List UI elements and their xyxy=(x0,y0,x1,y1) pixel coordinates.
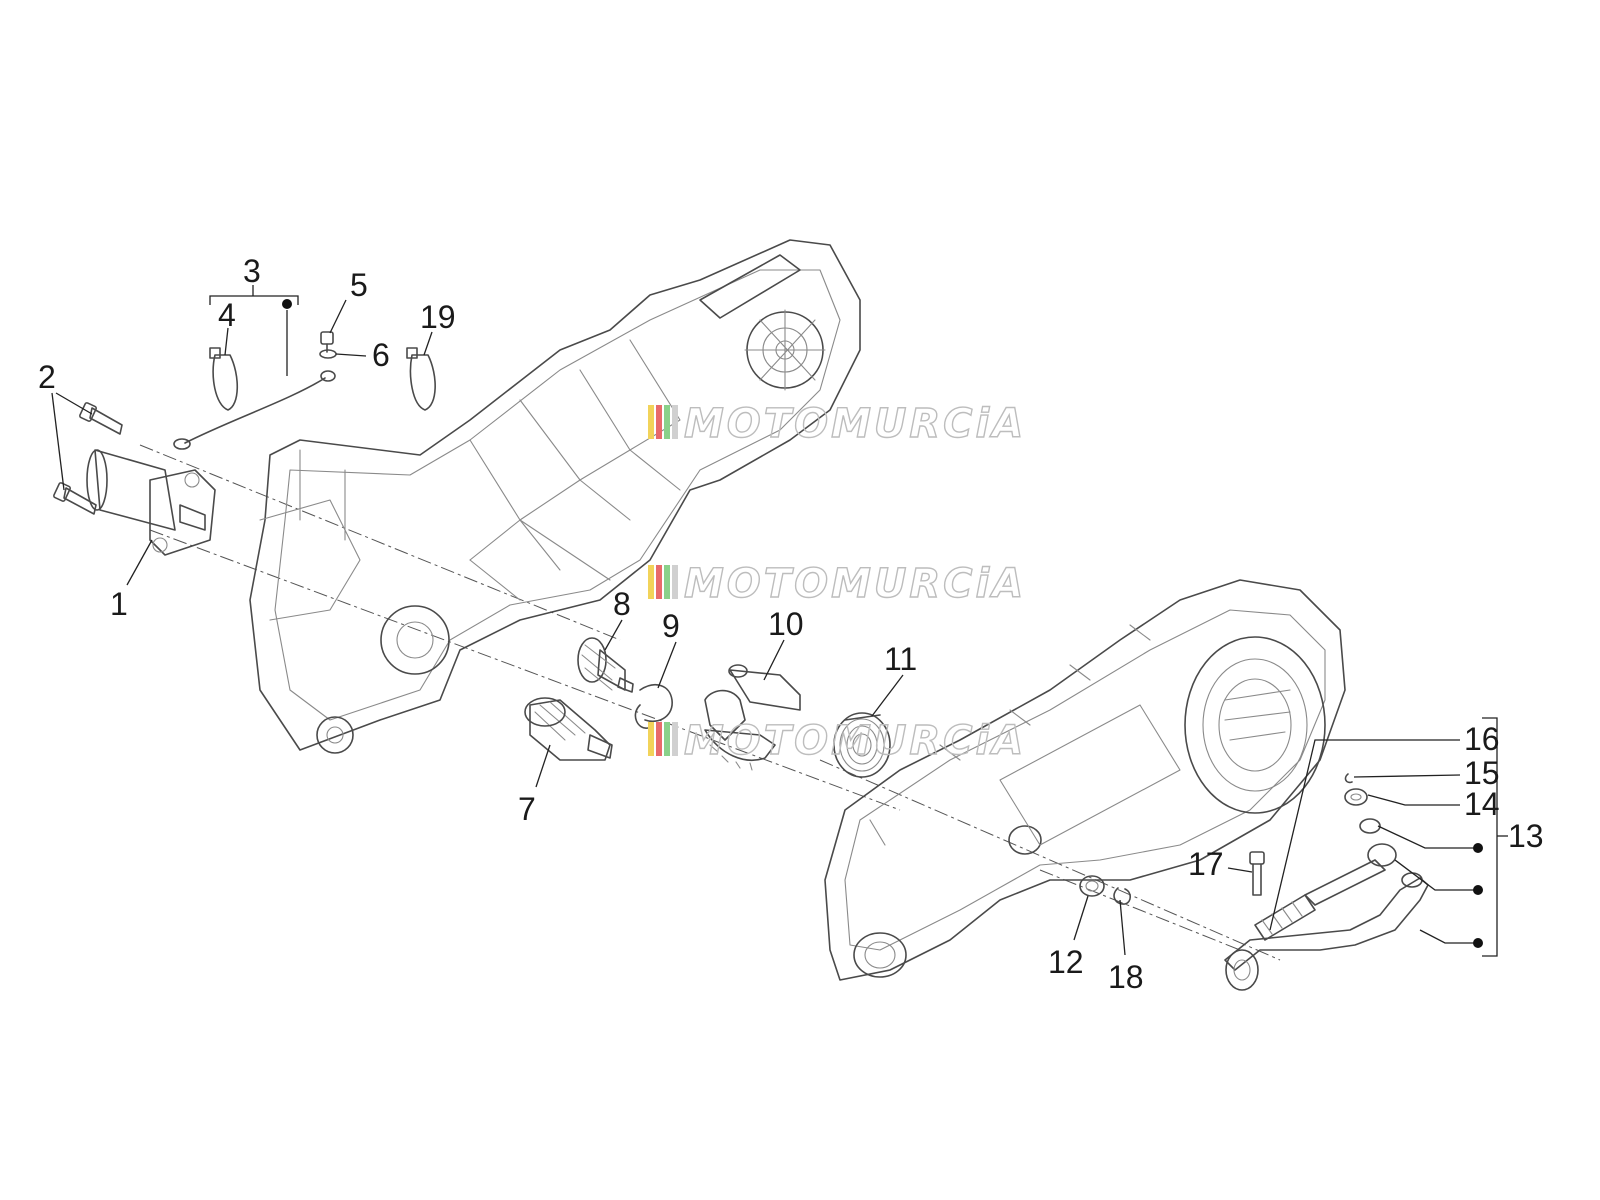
watermark-logo-2: MOTOMURCiA xyxy=(648,560,1026,608)
starter-gear-7 xyxy=(524,697,613,761)
washer-14 xyxy=(1344,788,1368,806)
watermark-stripe xyxy=(664,722,670,756)
pinion-8 xyxy=(577,637,634,693)
callout-3: 3 xyxy=(243,253,261,289)
callout-14: 14 xyxy=(1464,786,1500,822)
kickstart-gear-10 xyxy=(704,664,801,771)
callout-numbers: 1 2 3 4 5 6 7 8 9 10 11 12 13 14 15 16 1… xyxy=(38,253,1544,995)
watermark-logo-1: MOTOMURCiA xyxy=(648,400,1026,448)
callout-18: 18 xyxy=(1108,959,1144,995)
callout-2: 2 xyxy=(38,359,56,395)
cable-clamp-19 xyxy=(406,347,436,411)
cable-clamp-4 xyxy=(209,347,239,411)
callout-13: 13 xyxy=(1508,818,1544,854)
watermark-stripe xyxy=(664,565,670,599)
assembly-markers xyxy=(282,299,1483,948)
engine-crankcase xyxy=(249,239,861,754)
marker-dot-13c xyxy=(1473,938,1483,948)
spring-pin-15 xyxy=(1344,773,1353,784)
spring-clip-9 xyxy=(634,684,673,729)
watermark-stripe xyxy=(672,722,678,756)
starter-mounting-screws xyxy=(53,402,123,515)
callout-12: 12 xyxy=(1048,944,1084,980)
watermark: MOTOMURCiA MOTOMURCiA MOTOMURCiA xyxy=(648,400,1026,765)
callout-4: 4 xyxy=(218,297,236,333)
transmission-cover xyxy=(824,579,1346,981)
circlip-18 xyxy=(1113,887,1132,905)
callout-16: 16 xyxy=(1464,721,1500,757)
alignment-axes xyxy=(139,444,1281,961)
callout-6: 6 xyxy=(372,337,390,373)
watermark-stripe xyxy=(672,565,678,599)
marker-dot-13a xyxy=(1473,843,1483,853)
return-spring-11 xyxy=(833,712,891,778)
marker-dot-13b xyxy=(1473,885,1483,895)
callout-8: 8 xyxy=(613,586,631,622)
washer-6 xyxy=(319,349,337,359)
watermark-logo-3: MOTOMURCiA xyxy=(648,717,1026,765)
marker-dot-3 xyxy=(282,299,292,309)
callout-1: 1 xyxy=(110,586,128,622)
starter-motor xyxy=(86,449,216,556)
watermark-stripe xyxy=(664,405,670,439)
watermark-text: MOTOMURCiA xyxy=(684,718,1026,764)
watermark-text: MOTOMURCiA xyxy=(684,561,1026,607)
watermark-stripe xyxy=(656,722,662,756)
leader-lines xyxy=(51,285,1508,957)
callout-15: 15 xyxy=(1464,755,1500,791)
starter-cable xyxy=(173,370,336,450)
watermark-stripe xyxy=(648,405,654,439)
kick-lever-assembly xyxy=(1224,843,1429,991)
watermark-stripe xyxy=(648,565,654,599)
bolt-17 xyxy=(1249,851,1265,896)
watermark-stripe xyxy=(648,722,654,756)
watermark-stripe xyxy=(656,565,662,599)
screw-5 xyxy=(320,331,334,353)
watermark-stripe xyxy=(656,405,662,439)
watermark-stripe xyxy=(672,405,678,439)
callout-5: 5 xyxy=(350,267,368,303)
watermark-text: MOTOMURCiA xyxy=(684,401,1026,447)
callout-9: 9 xyxy=(662,608,680,644)
callout-7: 7 xyxy=(518,791,536,827)
callout-19: 19 xyxy=(420,299,456,335)
spring-ring-13 xyxy=(1359,818,1381,834)
washer-12 xyxy=(1079,875,1105,897)
callout-10: 10 xyxy=(768,606,804,642)
callout-11: 11 xyxy=(884,641,917,677)
callout-17: 17 xyxy=(1188,846,1224,882)
